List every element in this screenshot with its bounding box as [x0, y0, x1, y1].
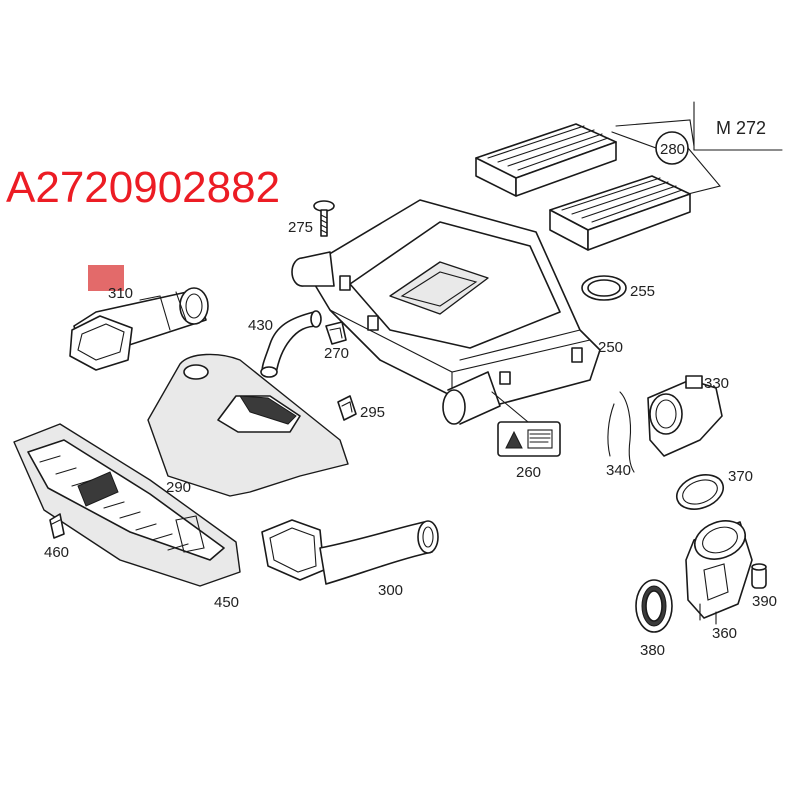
engine-cover-290: 290 [147, 353, 349, 497]
callout-430: 430 [248, 317, 273, 334]
callout-280-group: 280 [611, 119, 721, 197]
callout-360: 360 [712, 625, 737, 642]
screw-275: 275 [288, 200, 335, 237]
callout-380: 380 [640, 642, 665, 659]
intake-tube-300: 300 [261, 519, 439, 599]
throttle-body-360: 360 [685, 520, 753, 642]
air-filter-upper [475, 123, 617, 197]
callout-260: 260 [516, 464, 541, 481]
clip-295: 295 [337, 395, 385, 421]
seal-ring-255: 255 [581, 275, 655, 301]
gasket-380: 380 [635, 579, 673, 659]
clip-460: 460 [44, 513, 69, 561]
callout-295: 295 [360, 404, 385, 421]
cable-340: 340 [606, 391, 635, 479]
engine-label-box: M 272 [693, 101, 783, 151]
callout-290: 290 [166, 479, 191, 496]
callout-300: 300 [378, 582, 403, 599]
engine-label: M 272 [716, 118, 766, 138]
callout-250: 250 [598, 339, 623, 356]
ring-370: 370 [675, 468, 753, 510]
callout-275: 275 [288, 219, 313, 236]
intake-channel-450: 450 [13, 423, 241, 611]
callout-280: 280 [660, 141, 685, 158]
air-filter-lower [549, 175, 691, 251]
callout-450: 450 [214, 594, 239, 611]
clip-270: 270 [324, 321, 349, 362]
callout-340: 340 [606, 462, 631, 479]
callout-330: 330 [704, 375, 729, 392]
plug-390: 390 [751, 563, 777, 610]
callout-460: 460 [44, 544, 69, 561]
sensor-housing-330: 330 [647, 375, 729, 457]
callout-390: 390 [752, 593, 777, 610]
air-cleaner-housing-250: 250 [291, 199, 623, 425]
hose-430: 430 [248, 310, 322, 378]
callout-255: 255 [630, 283, 655, 300]
callout-310: 310 [108, 285, 133, 302]
part-number-title: A2720902882 [6, 163, 280, 212]
label-sticker-260: 260 [491, 391, 561, 481]
callout-270: 270 [324, 345, 349, 362]
intake-duct-310: 310 [69, 265, 209, 371]
callout-370: 370 [728, 468, 753, 485]
highlight-marker [88, 265, 124, 291]
